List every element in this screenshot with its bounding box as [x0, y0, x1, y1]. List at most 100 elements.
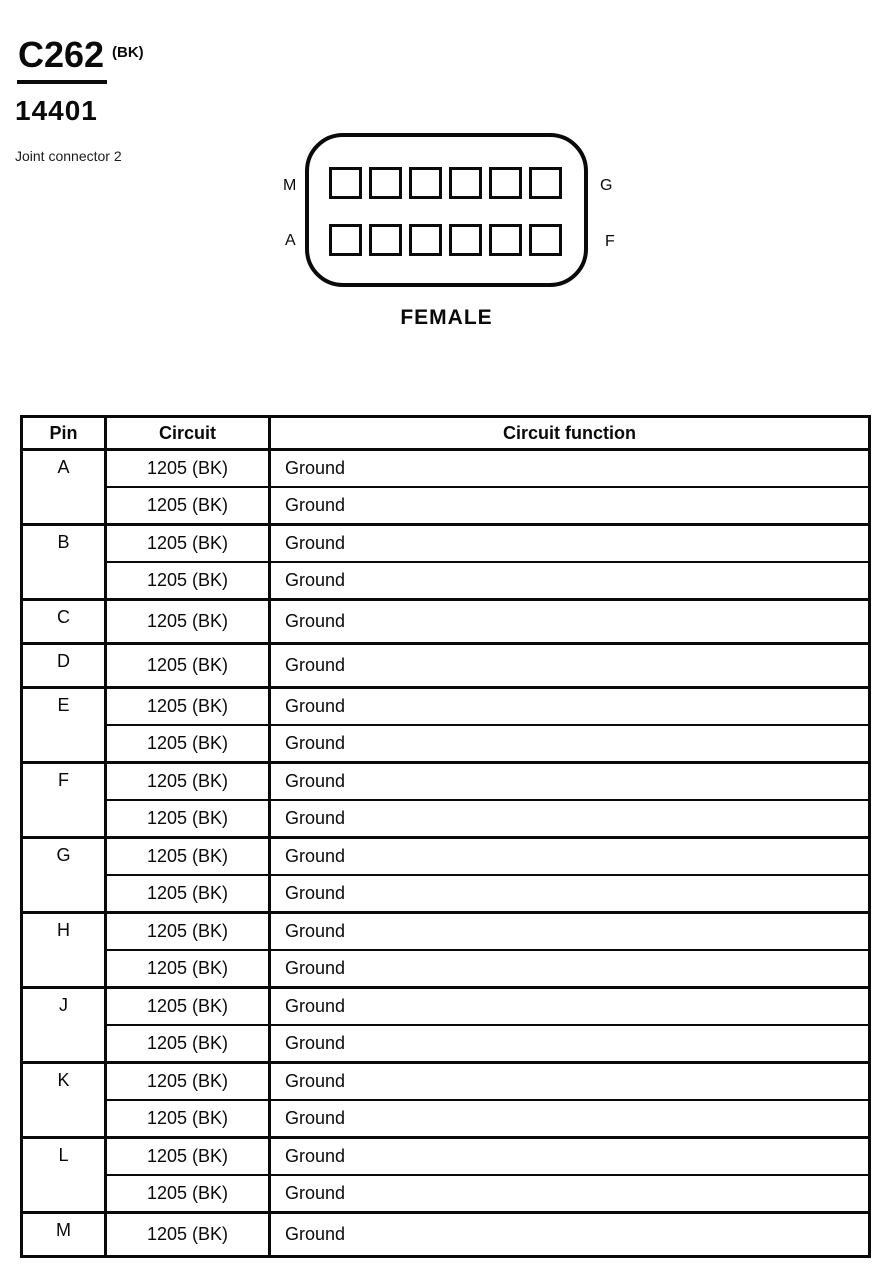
circuit-cell: 1205 (BK)	[104, 642, 271, 689]
circuit-function-cell: Ground	[268, 949, 871, 989]
circuit-function-cell: Ground	[268, 1211, 871, 1258]
pin-label-bottom-right: F	[605, 233, 615, 250]
circuit-cell: 1205 (BK)	[104, 1136, 271, 1176]
circuit-cell: 1205 (BK)	[104, 1061, 271, 1101]
pin-cell: L	[20, 1136, 107, 1214]
connector-cavity	[329, 167, 362, 199]
table-row: 1205 (BK)Ground	[22, 949, 871, 989]
circuit-cell: 1205 (BK)	[104, 949, 271, 989]
circuit-cell: 1205 (BK)	[104, 523, 271, 563]
pin-cell: E	[20, 686, 107, 764]
circuit-function-cell: Ground	[268, 836, 871, 876]
circuit-function-cell: Ground	[268, 561, 871, 601]
circuit-cell: 1205 (BK)	[104, 598, 271, 645]
circuit-function-cell: Ground	[268, 523, 871, 563]
connector-cavity	[449, 224, 482, 256]
pin-cell: H	[20, 911, 107, 989]
circuit-function-cell: Ground	[268, 1174, 871, 1214]
circuit-cell: 1205 (BK)	[104, 486, 271, 526]
circuit-function-cell: Ground	[268, 642, 871, 689]
circuit-function-cell: Ground	[268, 448, 871, 488]
circuit-cell: 1205 (BK)	[104, 448, 271, 488]
pin-cell: C	[20, 598, 107, 645]
circuit-cell: 1205 (BK)	[104, 836, 271, 876]
column-header-circuit-function: Circuit function	[268, 415, 871, 451]
pin-cell: J	[20, 986, 107, 1064]
pin-cell: M	[20, 1211, 107, 1258]
circuit-cell: 1205 (BK)	[104, 1099, 271, 1139]
circuit-function-cell: Ground	[268, 761, 871, 801]
connector-cavity	[529, 224, 562, 256]
column-header-pin: Pin	[20, 415, 107, 451]
circuit-function-cell: Ground	[268, 1099, 871, 1139]
pin-label-top-right: G	[600, 177, 613, 194]
pin-label-bottom-left: A	[285, 232, 296, 249]
connector-cavity	[449, 167, 482, 199]
circuit-cell: 1205 (BK)	[104, 874, 271, 914]
connector-cavity-row-top	[329, 167, 562, 199]
connector-cavity	[409, 167, 442, 199]
pin-cell: G	[20, 836, 107, 914]
connector-description: Joint connector 2	[15, 148, 122, 164]
pin-cell: F	[20, 761, 107, 839]
table-header-row: Pin Circuit Circuit function	[20, 415, 871, 451]
table-row: 1205 (BK)Ground	[22, 724, 871, 764]
circuit-cell: 1205 (BK)	[104, 986, 271, 1026]
pin-cell: K	[20, 1061, 107, 1139]
table-row: 1205 (BK)Ground	[22, 799, 871, 839]
circuit-cell: 1205 (BK)	[104, 761, 271, 801]
circuit-function-cell: Ground	[268, 1136, 871, 1176]
connector-cavity	[529, 167, 562, 199]
circuit-function-cell: Ground	[268, 724, 871, 764]
connector-cavity	[329, 224, 362, 256]
circuit-cell: 1205 (BK)	[104, 724, 271, 764]
pin-cell: D	[20, 642, 107, 689]
circuit-function-cell: Ground	[268, 598, 871, 645]
circuit-cell: 1205 (BK)	[104, 686, 271, 726]
connector-gender-label: FEMALE	[400, 306, 493, 329]
circuit-cell: 1205 (BK)	[104, 1211, 271, 1258]
table-row: 1205 (BK)Ground	[22, 874, 871, 914]
pin-cell: B	[20, 523, 107, 601]
connector-cavity	[409, 224, 442, 256]
table-row: 1205 (BK)Ground	[22, 1024, 871, 1064]
circuit-function-cell: Ground	[268, 1061, 871, 1101]
table-row: 1205 (BK)Ground	[22, 561, 871, 601]
circuit-function-cell: Ground	[268, 874, 871, 914]
circuit-function-cell: Ground	[268, 1024, 871, 1064]
circuit-cell: 1205 (BK)	[104, 911, 271, 951]
connector-id: C262	[17, 34, 108, 84]
circuit-function-cell: Ground	[268, 686, 871, 726]
column-header-circuit: Circuit	[104, 415, 271, 451]
circuit-cell: 1205 (BK)	[104, 1024, 271, 1064]
pin-cell: A	[20, 448, 107, 526]
connector-cavity	[489, 167, 522, 199]
part-number: 14401	[15, 95, 98, 126]
circuit-function-cell: Ground	[268, 486, 871, 526]
connector-cavity	[369, 167, 402, 199]
circuit-function-cell: Ground	[268, 799, 871, 839]
circuit-function-cell: Ground	[268, 986, 871, 1026]
connector-cavity	[369, 224, 402, 256]
circuit-cell: 1205 (BK)	[104, 1174, 271, 1214]
table-row: 1205 (BK)Ground	[22, 1099, 871, 1139]
connector-body	[305, 133, 588, 287]
connector-cavity	[489, 224, 522, 256]
connector-cavity-row-bottom	[329, 224, 562, 256]
connector-color-code: (BK)	[112, 44, 144, 61]
circuit-function-cell: Ground	[268, 911, 871, 951]
pin-label-top-left: M	[283, 177, 297, 194]
